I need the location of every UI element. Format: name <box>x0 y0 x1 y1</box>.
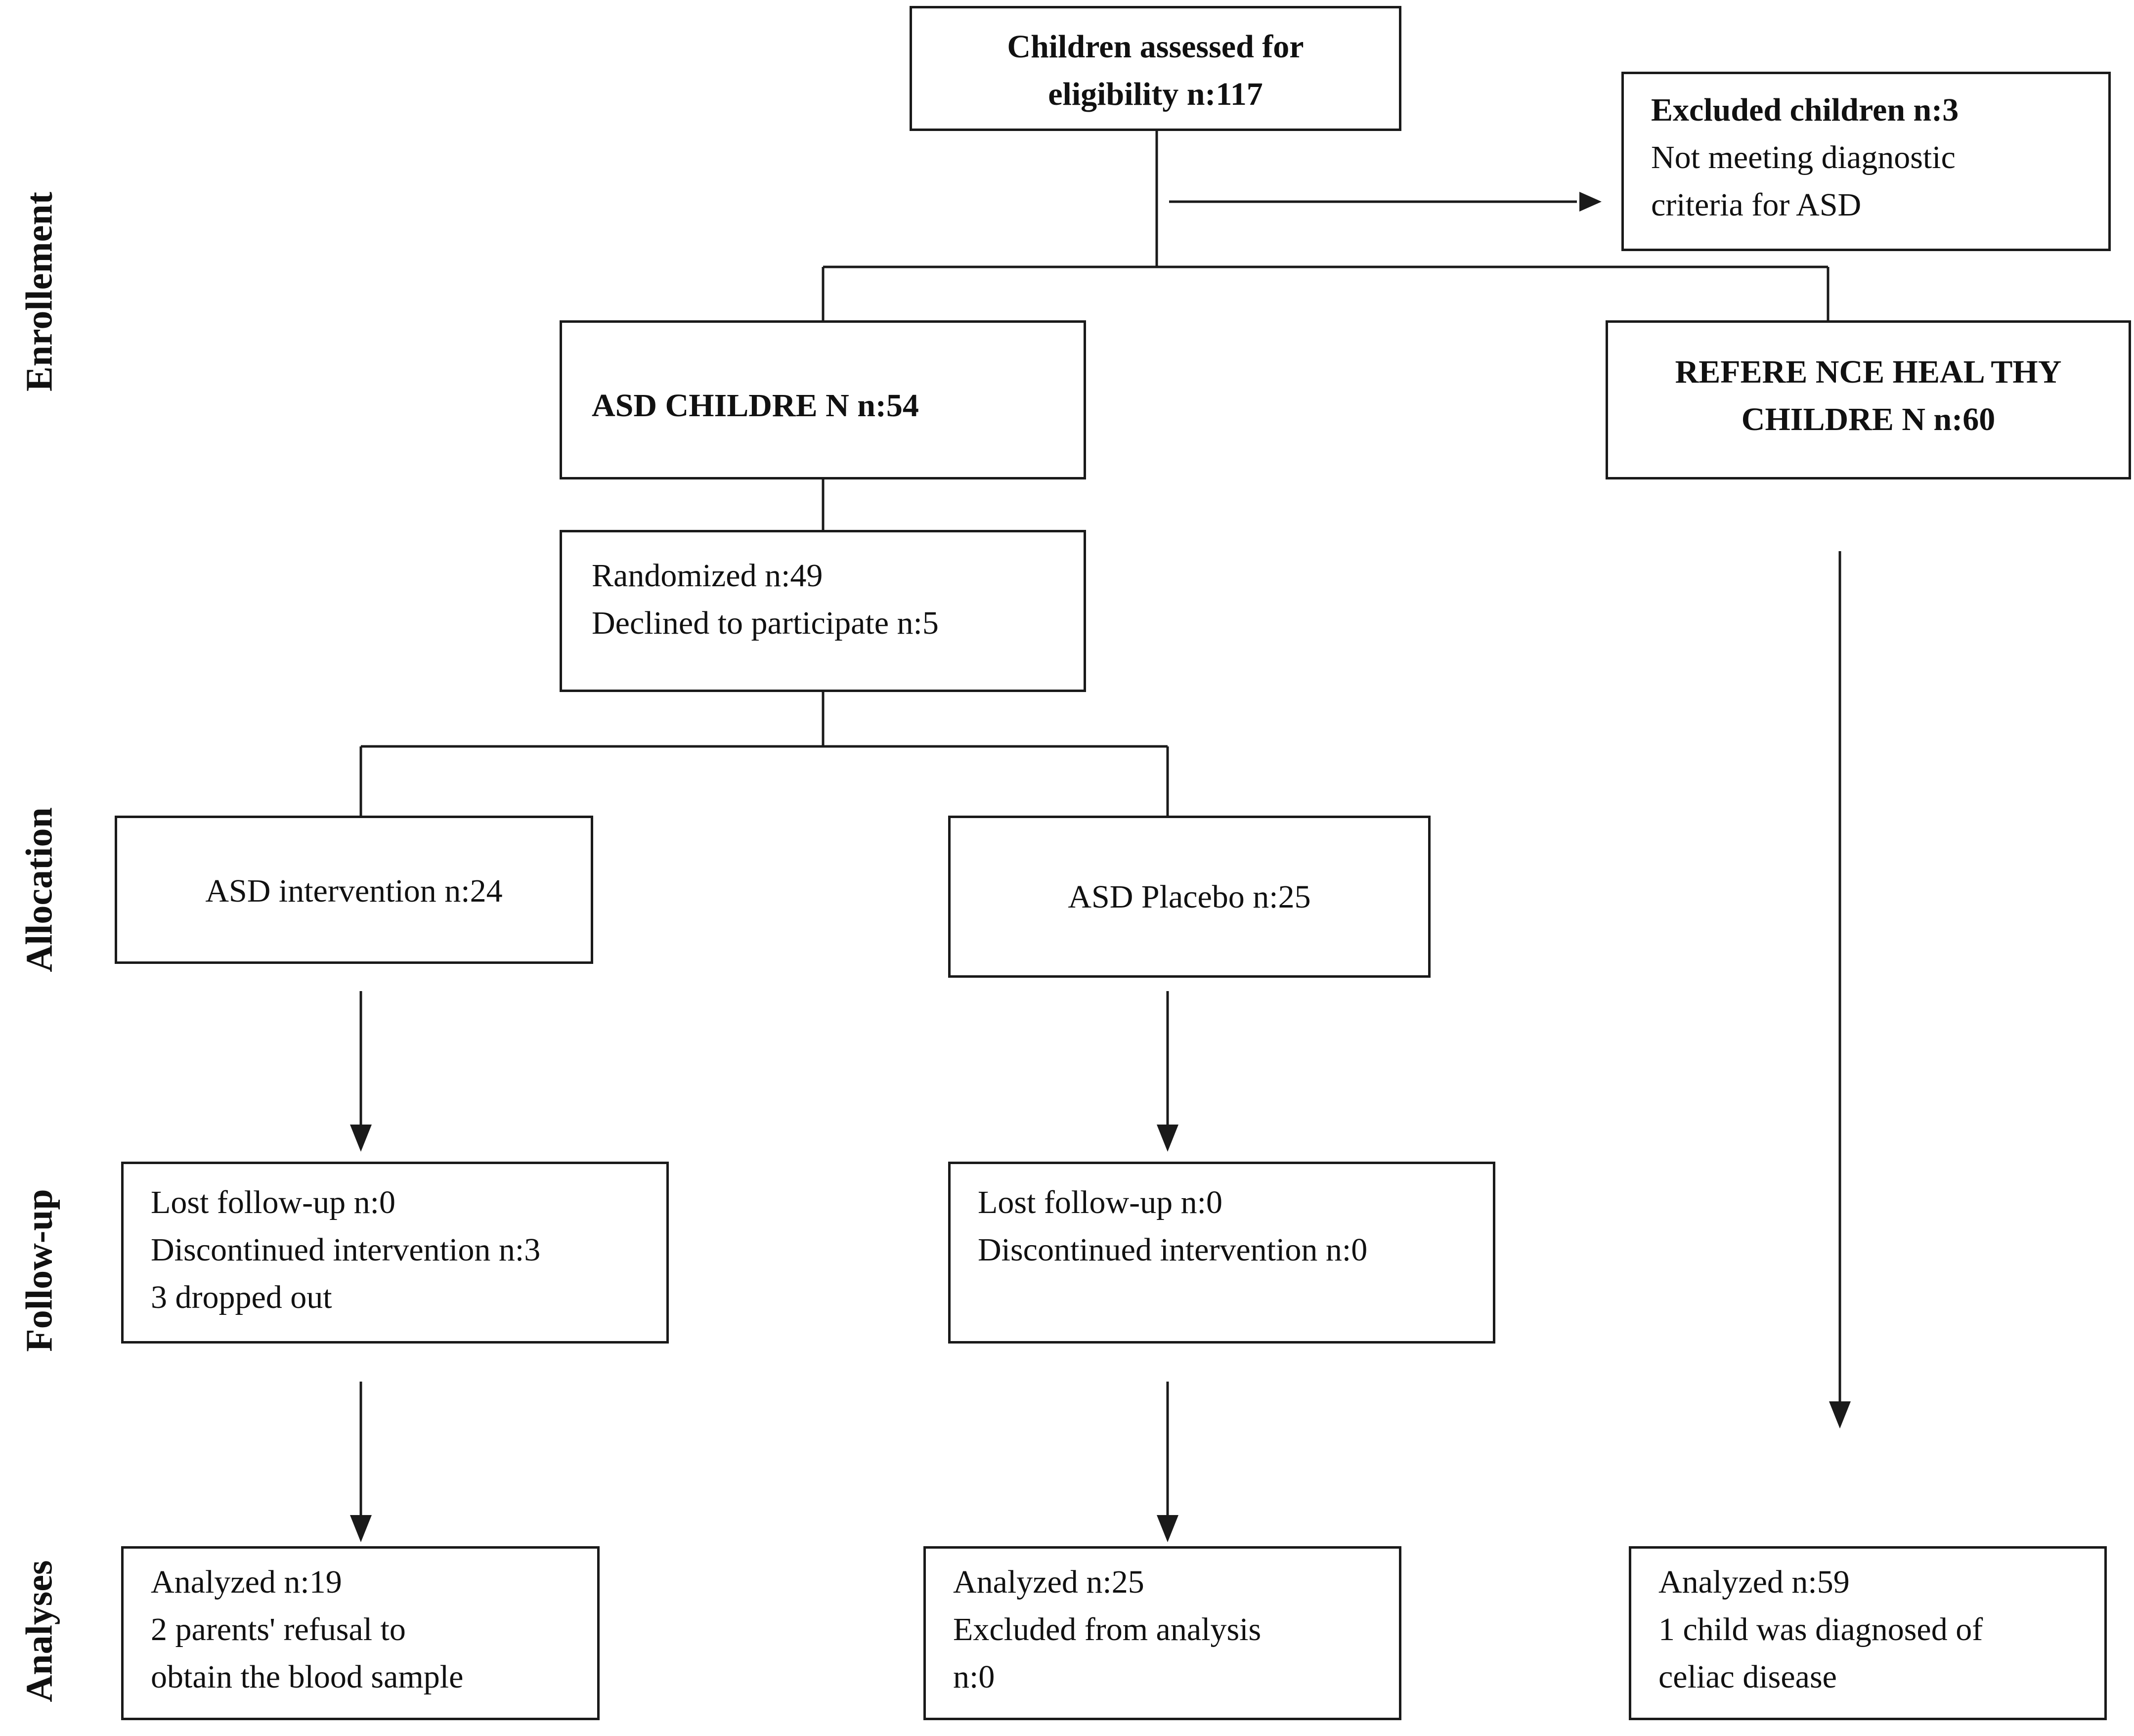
arrowhead-placebo-followup <box>1157 1125 1178 1152</box>
excluded-box: Excluded children n:3 Not meeting diagno… <box>1621 72 2111 251</box>
followup-placebo-line-2: Discontinued intervention n:0 <box>978 1232 1368 1268</box>
reference-line-2: CHILDRE N n:60 <box>1741 401 1996 437</box>
excluded-line-1: Excluded children n:3 <box>1651 92 1959 128</box>
followup-intervention-line-1: Lost follow-up n:0 <box>151 1184 395 1220</box>
analyzed-healthy-line-2: 1 child was diagnosed of <box>1658 1611 1983 1648</box>
assessed-line-1: Children assessed for <box>1007 29 1304 65</box>
excluded-line-3: criteria for ASD <box>1651 187 1862 223</box>
analyzed-placebo-line-3: n:0 <box>953 1659 995 1695</box>
arrowhead-reference-analyses <box>1829 1401 1851 1429</box>
arrowhead-intervention-analyses <box>350 1515 372 1542</box>
arrowhead-excluded <box>1579 192 1602 212</box>
phase-label-allocation: Allocation <box>18 807 60 972</box>
assessed-box: Children assessed for eligibility n:117 <box>910 6 1401 131</box>
arrowhead-intervention-followup <box>350 1125 372 1152</box>
followup-intervention-box: Lost follow-up n:0 Discontinued interven… <box>121 1162 669 1344</box>
followup-placebo-line-1: Lost follow-up n:0 <box>978 1184 1222 1220</box>
asd-placebo-box: ASD Placebo n:25 <box>948 816 1431 978</box>
followup-placebo-box: Lost follow-up n:0 Discontinued interven… <box>948 1162 1495 1344</box>
phase-label-enrollment: Enrollement <box>18 192 60 391</box>
randomized-line-1: Randomized n:49 <box>592 558 823 594</box>
analyzed-placebo-line-1: Analyzed n:25 <box>953 1564 1144 1600</box>
followup-intervention-line-3: 3 dropped out <box>151 1279 332 1315</box>
analyzed-placebo-box: Analyzed n:25 Excluded from analysis n:0 <box>923 1546 1401 1720</box>
analyzed-intervention-line-3: obtain the blood sample <box>151 1659 464 1695</box>
assessed-line-2: eligibility n:117 <box>1048 76 1263 112</box>
asd-intervention-box: ASD intervention n:24 <box>115 816 593 964</box>
phase-label-analyses: Analyses <box>18 1560 60 1702</box>
arrowhead-placebo-analyses <box>1157 1515 1178 1542</box>
phase-label-follow-up: Follow-up <box>18 1189 60 1352</box>
randomized-box: Randomized n:49 Declined to participate … <box>560 530 1086 692</box>
analyzed-intervention-box: Analyzed n:19 2 parents' refusal to obta… <box>121 1546 600 1720</box>
followup-intervention-line-2: Discontinued intervention n:3 <box>151 1232 541 1268</box>
asd-children-box: ASD CHILDRE N n:54 <box>560 320 1086 479</box>
reference-line-1: REFERE NCE HEAL THY <box>1675 354 2062 390</box>
reference-healthy-box: REFERE NCE HEAL THY CHILDRE N n:60 <box>1606 320 2131 479</box>
asd-intervention-label: ASD intervention n:24 <box>205 873 503 909</box>
analyzed-placebo-line-2: Excluded from analysis <box>953 1611 1262 1648</box>
excluded-line-2: Not meeting diagnostic <box>1651 139 1956 175</box>
randomized-line-2: Declined to participate n:5 <box>592 605 939 641</box>
analyzed-intervention-line-2: 2 parents' refusal to <box>151 1611 406 1648</box>
analyzed-intervention-line-1: Analyzed n:19 <box>151 1564 342 1600</box>
analyzed-healthy-line-1: Analyzed n:59 <box>1658 1564 1850 1600</box>
asd-children-label: ASD CHILDRE N n:54 <box>592 388 919 424</box>
analyzed-healthy-line-3: celiac disease <box>1658 1659 1837 1695</box>
analyzed-healthy-box: Analyzed n:59 1 child was diagnosed of c… <box>1629 1546 2107 1720</box>
asd-placebo-label: ASD Placebo n:25 <box>1068 879 1311 915</box>
